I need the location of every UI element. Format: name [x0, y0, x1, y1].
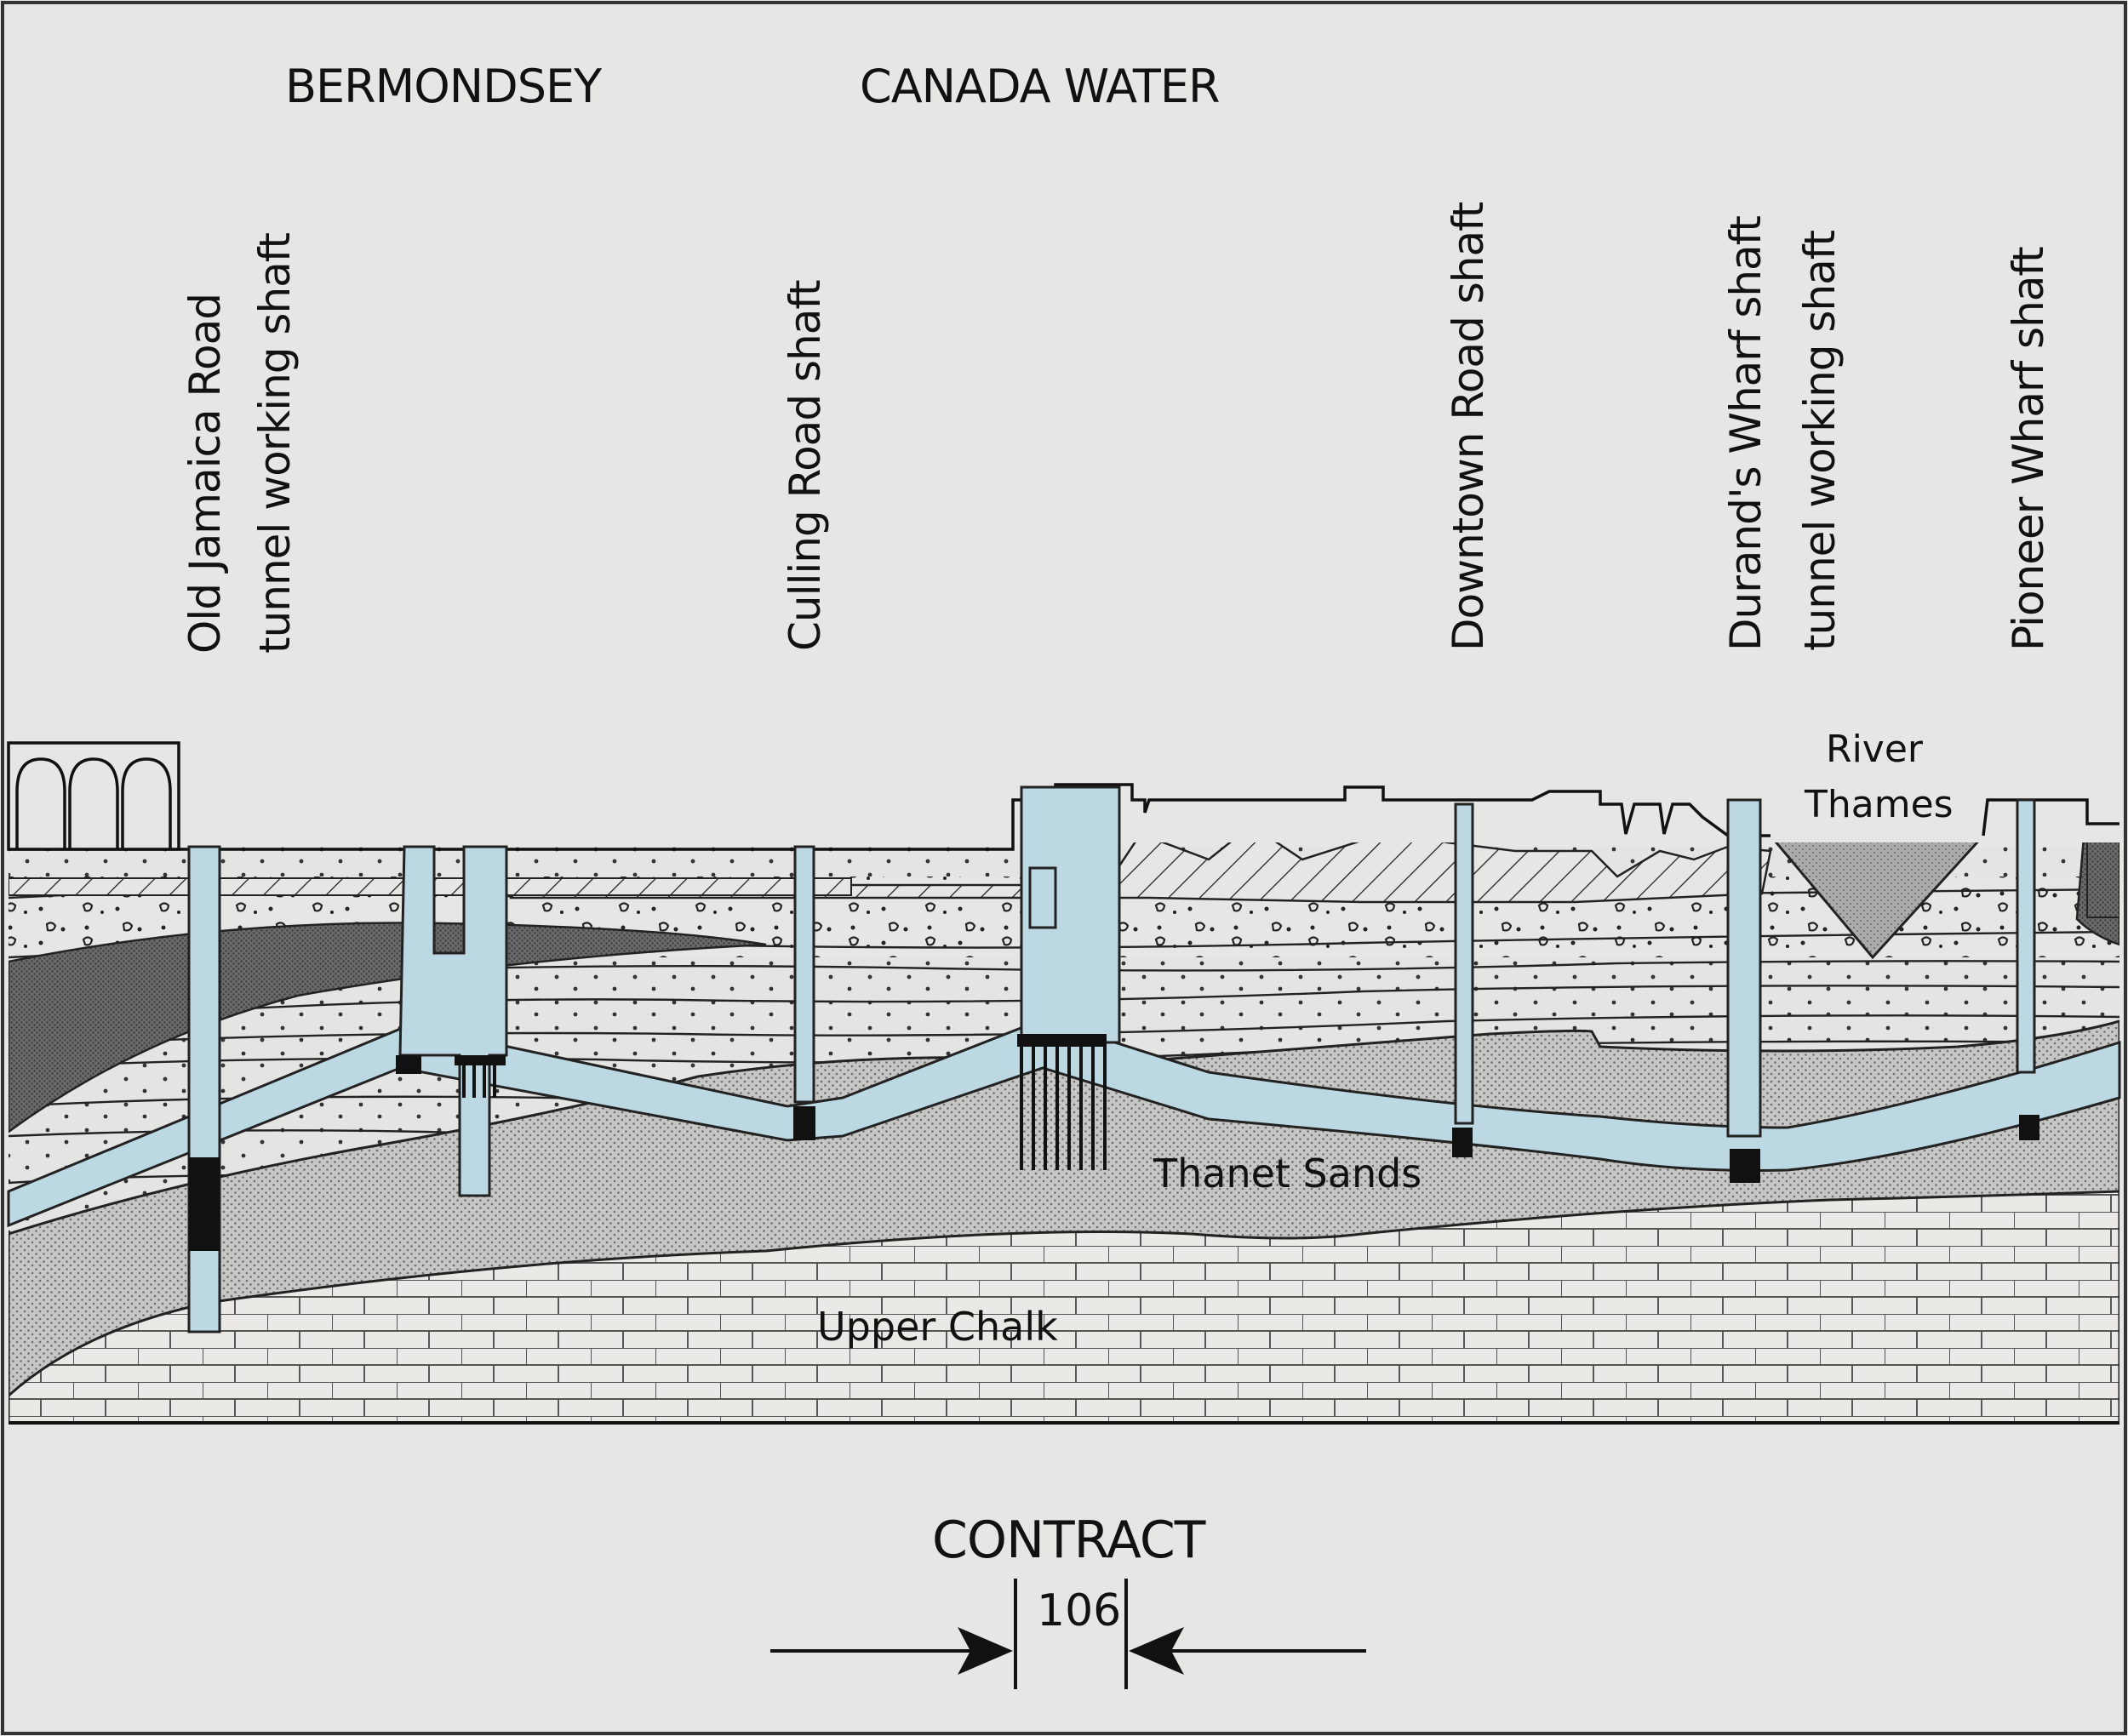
shaft-label-pioneer-wharf: Pioneer Wharf shaft — [2004, 247, 2053, 651]
shaft-label-culling-road: Culling Road shaft — [781, 280, 830, 651]
upper-chalk-layer — [9, 1190, 2119, 1423]
main-tunnel — [7, 1018, 2121, 1228]
contract-number: 106 — [1037, 1585, 1121, 1636]
shaft-label-durands-wharf-line1: Durand's Wharf shaft — [1721, 216, 1770, 651]
shaft-label-old-jamaica-road-line1: Old Jamaica Road — [180, 294, 230, 654]
shaft-label-durands-wharf-line2: tunnel working shaft — [1795, 230, 1845, 651]
contract-indicator: CONTRACT 106 — [770, 1510, 1366, 1689]
canada-water-box-window — [1028, 866, 1057, 929]
shaft-label-downtown-road: Downtown Road shaft — [1444, 202, 1493, 651]
contract-arrow-right-head — [1129, 1627, 1184, 1675]
river-label-line1: River — [1826, 728, 1924, 771]
place-label-bermondsey: BERMONDSEY — [285, 60, 603, 113]
old-jamaica-road-shaft-tube — [187, 845, 221, 1333]
river-bed — [1774, 842, 1979, 960]
downtown-road-shaft-tube — [1454, 802, 1474, 1125]
river-bank-deposit — [2086, 842, 2119, 918]
pioneer-wharf-shaft-tube — [2016, 798, 2036, 1074]
shaft-label-old-jamaica-road-line2: tunnel working shaft — [250, 232, 300, 654]
piled-foundations — [462, 1042, 1107, 1170]
place-label-canada-water: CANADA WATER — [860, 60, 1220, 113]
tunnel-system — [7, 785, 2121, 1333]
stratum-label-thanet-sands: Thanet Sands — [1153, 1151, 1422, 1196]
culling-road-shaft-tube — [793, 845, 815, 1104]
ground-surface-line — [9, 783, 2119, 851]
shaft-base-markers — [189, 1034, 2039, 1251]
canada-water-station-box — [1020, 785, 1121, 1044]
durands-wharf-shaft-tube — [1726, 798, 1762, 1138]
contract-title: CONTRACT — [932, 1510, 1206, 1570]
stratum-label-upper-chalk: Upper Chalk — [817, 1304, 1058, 1350]
river-label-line2: Thames — [1804, 783, 1954, 826]
contract-arrow-left-head — [958, 1627, 1013, 1675]
railway-viaduct — [7, 741, 180, 851]
